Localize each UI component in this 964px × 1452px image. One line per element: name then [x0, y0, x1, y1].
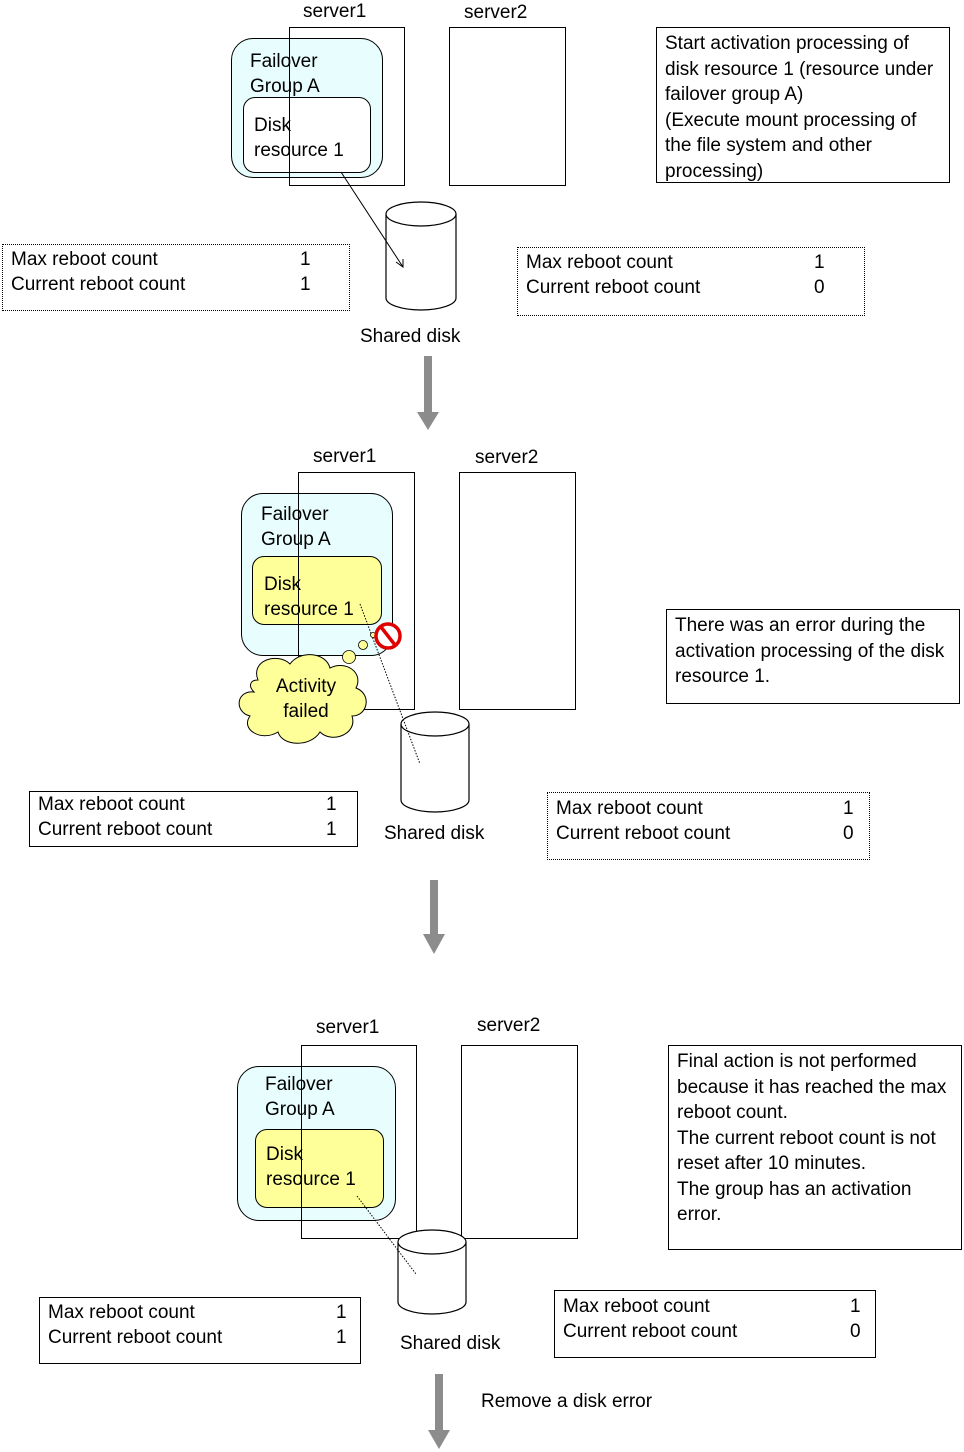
current-reboot-label: Current reboot count [526, 277, 701, 298]
server2-counter-step1: Max reboot count Current reboot count 1 … [517, 247, 865, 316]
current-reboot-value: 0 [850, 1321, 861, 1342]
disk-access-line [340, 171, 404, 268]
max-reboot-value: 1 [843, 798, 854, 819]
shared-disk-label: Shared disk [384, 823, 485, 844]
disk-resource-1-error: Disk resource 1 [255, 1129, 384, 1208]
disk-resource-label: Disk resource 1 [264, 574, 354, 620]
current-reboot-value: 1 [300, 274, 311, 295]
max-reboot-label: Max reboot count [48, 1302, 195, 1323]
current-reboot-value: 1 [336, 1327, 347, 1348]
current-reboot-label: Current reboot count [11, 274, 186, 295]
server1-label: server1 [316, 1017, 380, 1038]
server2-label: server2 [475, 447, 539, 468]
current-reboot-value: 1 [326, 819, 337, 840]
disk-access-line [359, 603, 421, 765]
max-reboot-label: Max reboot count [38, 794, 185, 815]
max-reboot-value: 1 [326, 794, 337, 815]
down-arrow-2 [423, 880, 445, 954]
error-no-sign-icon [374, 622, 402, 650]
server1-box [301, 1045, 417, 1239]
step2-note: There was an error during the activation… [666, 609, 960, 704]
current-reboot-value: 0 [843, 823, 854, 844]
server2-box [461, 1045, 578, 1239]
server1-label: server1 [303, 1, 367, 22]
server1-counter-step2: Max reboot count Current reboot count 1 … [29, 791, 358, 847]
failover-group-label: Failover Group A [261, 504, 331, 550]
server1-label: server1 [313, 446, 377, 467]
current-reboot-label: Current reboot count [563, 1321, 738, 1342]
server1-counter-step1: Max reboot count Current reboot count 1 … [2, 244, 350, 311]
max-reboot-label: Max reboot count [556, 798, 703, 819]
activity-failed-text: Activity failed [275, 676, 337, 722]
disk-resource-1-error: Disk resource 1 [252, 556, 382, 625]
max-reboot-value: 1 [336, 1302, 347, 1323]
server1-box [289, 27, 405, 186]
server2-box [449, 27, 566, 186]
disk-resource-label: Disk resource 1 [266, 1144, 356, 1190]
current-reboot-label: Current reboot count [556, 823, 731, 844]
max-reboot-label: Max reboot count [563, 1296, 710, 1317]
step3-note: Final action is not performed because it… [668, 1045, 962, 1250]
next-action-label: Remove a disk error [481, 1391, 653, 1412]
server2-label: server2 [477, 1015, 541, 1036]
server2-counter-step3: Max reboot count Current reboot count 1 … [554, 1290, 876, 1358]
shared-disk-label: Shared disk [400, 1333, 501, 1354]
server2-counter-step2: Max reboot count Current reboot count 1 … [547, 792, 870, 860]
thought-bubble-dots [342, 632, 376, 664]
max-reboot-value: 1 [814, 252, 825, 273]
max-reboot-value: 1 [850, 1296, 861, 1317]
disk-access-line [356, 1195, 417, 1275]
disk-resource-label: Disk resource 1 [254, 115, 344, 161]
cloud-bubble [238, 654, 367, 744]
failover-group-label: Failover Group A [265, 1074, 335, 1120]
shared-disk-cylinder [385, 201, 457, 311]
max-reboot-value: 1 [300, 249, 311, 270]
current-reboot-value: 0 [814, 277, 825, 298]
disk-resource-1: Disk resource 1 [243, 97, 371, 173]
shared-disk-label: Shared disk [360, 326, 461, 347]
current-reboot-label: Current reboot count [38, 819, 213, 840]
step1-note: Start activation processing of disk reso… [656, 27, 950, 183]
max-reboot-label: Max reboot count [526, 252, 673, 273]
max-reboot-label: Max reboot count [11, 249, 158, 270]
current-reboot-label: Current reboot count [48, 1327, 223, 1348]
down-arrow-1 [417, 356, 439, 430]
server1-counter-step3: Max reboot count Current reboot count 1 … [39, 1297, 361, 1364]
server2-label: server2 [464, 2, 528, 23]
server2-box [459, 472, 576, 710]
shared-disk-cylinder [397, 1229, 467, 1315]
down-arrow-3 [428, 1374, 450, 1449]
shared-disk-cylinder [400, 711, 470, 813]
